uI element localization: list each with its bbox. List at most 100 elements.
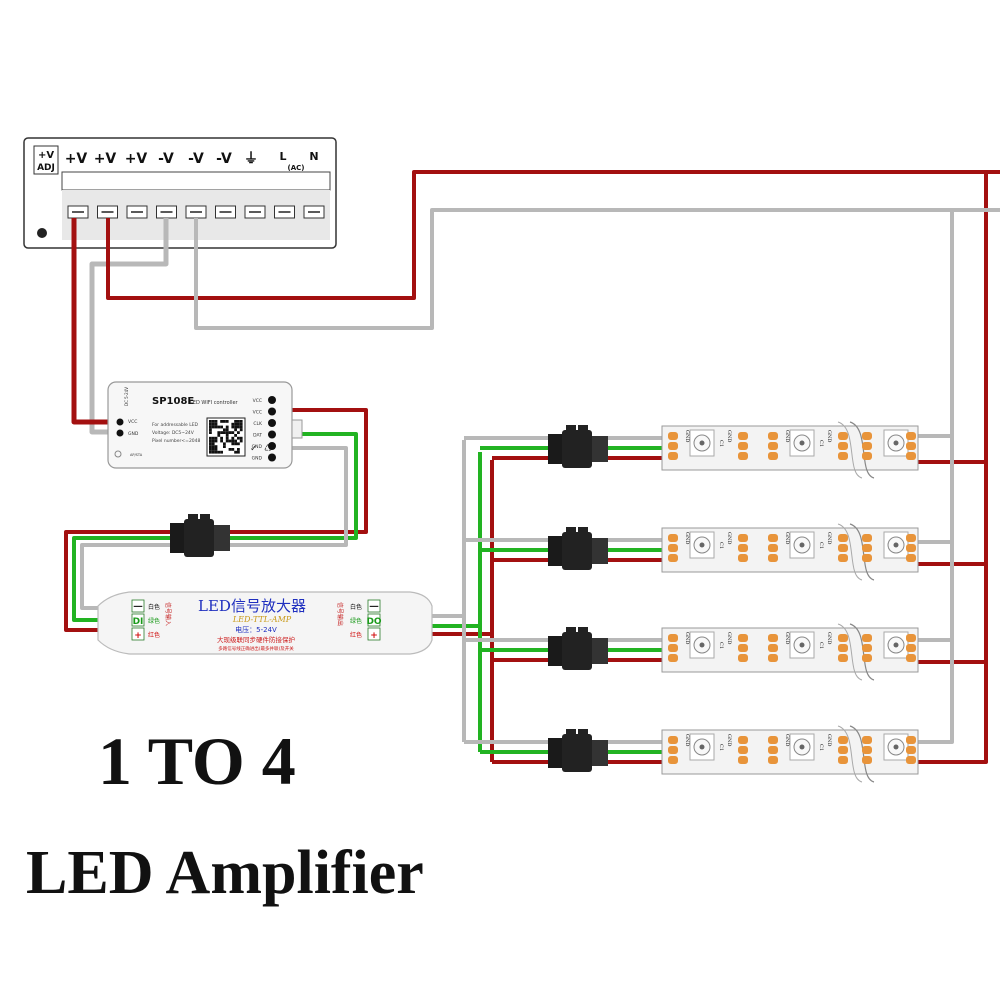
controller-output-stub [291,419,303,439]
solder-pad [668,452,678,460]
chip-label: C1 [718,642,724,649]
chip-label: C1 [718,744,724,751]
solder-pad [862,736,872,744]
amplifier-title: LED信号放大器 [198,597,306,615]
amplifier-wire-color: 绿色 [350,617,362,625]
solder-pad [738,452,748,460]
solder-pad [738,432,748,440]
jst-connector [548,527,608,570]
controller-output-wires [64,408,368,632]
solder-pad [838,554,848,562]
psu-label-l: L [279,150,286,163]
amplifier-note-1: 大现级联同步硬件防接保护 [217,635,295,644]
pad-label: GND [784,430,790,442]
solder-pad [862,644,872,652]
solder-pad [768,554,778,562]
solder-pad [838,534,848,542]
solder-pad [738,442,748,450]
solder-pad [862,654,872,662]
amplifier-wire-color: 白色 [148,603,160,611]
solder-pad [668,554,678,562]
caption-product: LED Amplifier [26,839,424,907]
signal-amplifier: LED信号放大器 LED-TTL-AMP 电压：5-24V 大现级联同步硬件防接… [97,591,433,655]
amplifier-pin-label: 一 [369,603,378,613]
controller-out-label: DAT [253,433,262,439]
solder-pad [862,746,872,754]
controller-button-icon [114,450,122,458]
controller-out-label: GND [252,456,263,462]
solder-pad [838,644,848,652]
solder-pad [768,746,778,754]
jst-connector [548,729,608,772]
psu-terminal-label: -V [158,151,174,167]
solder-pad [838,442,848,450]
wifi-controller: SP108E LED WIFI controller For addressab… [107,381,303,469]
controller-spec-2: Voltage: DC5~24V [152,430,195,436]
controller-side-text: DC 5-24V [124,387,129,406]
amplifier-pin-label: + [134,631,142,641]
chip-label: C1 [718,440,724,447]
amplifier-wire-color: 绿色 [148,617,160,625]
solder-pad [738,654,748,662]
chip-label: C1 [718,542,724,549]
pad-label: GND [784,734,790,746]
solder-pad [862,756,872,764]
psu-terminal-label: +V [65,151,88,167]
solder-pad [768,654,778,662]
amplifier-wire-color: 红色 [350,631,362,639]
solder-pad [768,756,778,764]
pad-label: GND [684,734,690,746]
solder-pad [768,432,778,440]
amplifier-voltage: 电压：5-24V [235,625,277,634]
chip-label: C1 [818,440,824,447]
amplifier-side-label: 信号输出 [336,602,344,626]
amplifier-subtitle: LED-TTL-AMP [232,615,292,624]
chip-label: C1 [818,542,824,549]
pad-label: GND [826,632,832,644]
controller-out-label: VCC [253,410,262,416]
solder-pad [862,442,872,450]
pad-label: GND [784,632,790,644]
pad-label: GND [726,632,732,644]
psu-label-ac: (AC) [288,164,305,172]
solder-pad [668,544,678,552]
solder-pad [838,634,848,642]
psu-label-adj-top: +V [38,150,54,161]
controller-out-terminal [268,453,276,462]
psu-terminal-label: -V [188,151,204,167]
solder-pad [738,544,748,552]
solder-pad [838,746,848,754]
psu-label-adj-bottom: ADJ [37,163,55,173]
solder-pad [768,544,778,552]
solder-pad [668,654,678,662]
controller-bottom-text: AP/STA [130,453,143,457]
chip-label: C1 [818,744,824,751]
controller-out-terminal [268,396,276,404]
solder-pad [738,746,748,754]
pad-label: GND [726,532,732,544]
controller-out-terminal [268,430,276,439]
pad-label: GND [726,430,732,442]
pad-label: GND [826,734,832,746]
psu-label-n: N [309,150,318,163]
pad-label: GND [726,734,732,746]
solder-pad [862,554,872,562]
controller-out-terminal [268,407,276,416]
solder-pad [838,654,848,662]
psu-terminal-label: -V [216,151,232,167]
solder-pad [738,736,748,744]
controller-spec-3: Pixel number<=2048 [152,438,201,444]
solder-pad [668,756,678,764]
solder-pad [668,746,678,754]
solder-pad [838,544,848,552]
solder-pad [768,452,778,460]
psu-terminal-label: +V [94,151,117,167]
solder-pad [768,534,778,542]
pad-label: GND [684,532,690,544]
amplifier-wire-color: 白色 [350,603,362,611]
solder-pad [668,432,678,440]
controller-out-terminal [268,442,276,450]
